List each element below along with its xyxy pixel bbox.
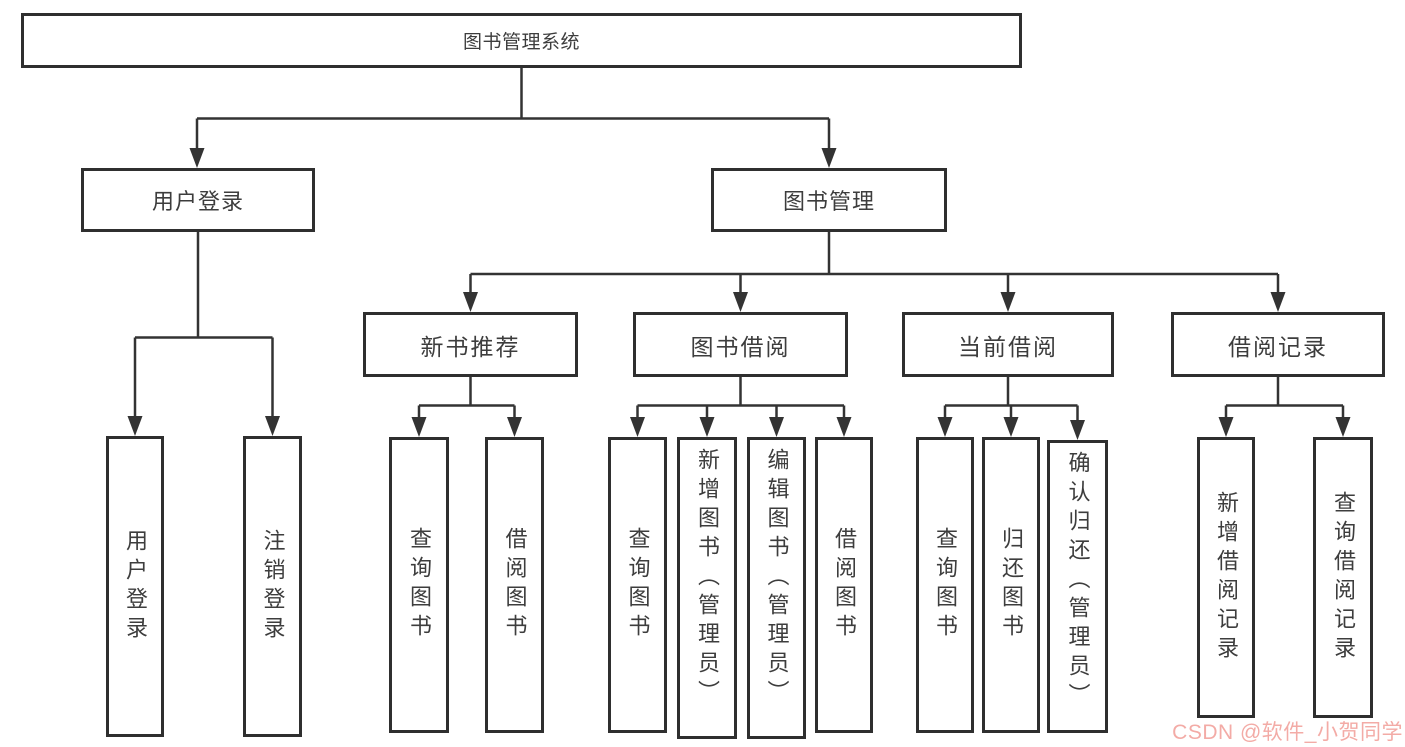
leaf-return-books-label: 归还图书 <box>999 527 1024 643</box>
node-user-login: 用户登录 <box>81 168 315 232</box>
arrow-down-icon <box>630 417 645 437</box>
arrow-down-icon <box>189 148 205 168</box>
leaf-add-book-admin-label: 新增图书（管理员） <box>695 448 720 709</box>
leaf-query-borrow-record-label: 查询借阅记录 <box>1331 490 1356 665</box>
arrow-down-icon <box>265 416 280 436</box>
leaf-add-borrow-record: 新增借阅记录 <box>1197 437 1255 718</box>
arrow-down-icon <box>127 416 143 436</box>
leaf-user-login: 用户登录 <box>106 436 164 737</box>
arrow-down-icon <box>1003 417 1019 437</box>
node-current-borrowing-label: 当前借阅 <box>958 333 1058 360</box>
leaf-add-book-admin: 新增图书（管理员） <box>677 437 737 739</box>
leaf-query-books-recommend-label: 查询图书 <box>407 527 432 643</box>
leaf-query-books-current: 查询图书 <box>916 437 974 733</box>
arrow-down-icon <box>1000 292 1016 312</box>
arrow-down-icon <box>769 417 784 437</box>
leaf-confirm-return-admin-label: 确认归还（管理员） <box>1065 451 1091 712</box>
leaf-borrow-books-recommend-label: 借阅图书 <box>502 527 528 643</box>
leaf-query-books-borrow: 查询图书 <box>608 437 667 733</box>
arrow-down-icon <box>937 417 953 437</box>
arrow-down-icon <box>507 417 522 437</box>
leaf-add-borrow-record-label: 新增借阅记录 <box>1214 490 1239 665</box>
leaf-edit-book-admin-label: 编辑图书（管理员） <box>764 448 790 709</box>
leaf-confirm-return-admin: 确认归还（管理员） <box>1047 440 1108 733</box>
arrow-down-icon <box>1070 420 1085 440</box>
node-new-book-recommendation: 新书推荐 <box>363 312 578 377</box>
leaf-query-books-recommend: 查询图书 <box>389 437 449 733</box>
node-new-book-recommendation-label: 新书推荐 <box>420 333 521 360</box>
arrow-down-icon <box>836 417 852 437</box>
csdn-watermark: CSDN @软件_小贺同学 <box>1172 721 1403 744</box>
node-book-management-label: 图书管理 <box>782 189 875 214</box>
connector-records-to-leaves <box>1224 377 1345 420</box>
node-book-borrowing-label: 图书借阅 <box>690 333 791 360</box>
leaf-borrow-books-borrow-label: 借阅图书 <box>832 527 857 643</box>
arrow-down-icon <box>699 417 715 437</box>
node-current-borrowing: 当前借阅 <box>902 312 1114 377</box>
arrowheads <box>127 148 1351 440</box>
node-root: 图书管理系统 <box>21 13 1022 68</box>
connector-bookmgmt-to-level3 <box>469 232 1280 295</box>
node-book-borrowing: 图书借阅 <box>633 312 848 377</box>
leaf-query-books-borrow-label: 查询图书 <box>625 527 651 643</box>
leaf-borrow-books-borrow: 借阅图书 <box>815 437 873 733</box>
leaf-logout-login-label: 注销登录 <box>260 528 286 645</box>
node-borrowing-records-label: 借阅记录 <box>1228 333 1328 360</box>
arrow-down-icon <box>1335 417 1351 437</box>
leaf-query-books-current-label: 查询图书 <box>933 527 958 643</box>
connector-newrec-to-leaves <box>417 377 516 420</box>
arrow-down-icon <box>733 292 748 312</box>
arrow-down-icon <box>411 417 427 437</box>
connector-current-to-leaves <box>943 377 1079 423</box>
leaf-return-books: 归还图书 <box>982 437 1040 733</box>
node-book-management: 图书管理 <box>711 168 947 232</box>
leaf-borrow-books-recommend: 借阅图书 <box>485 437 544 733</box>
connector-borrow-to-leaves <box>636 377 846 420</box>
connector-userlogin-to-leaves <box>133 232 274 419</box>
leaf-user-login-label: 用户登录 <box>123 528 148 645</box>
leaf-query-borrow-record: 查询借阅记录 <box>1313 437 1373 718</box>
arrow-down-icon <box>1270 292 1286 312</box>
arrow-down-icon <box>1218 417 1234 437</box>
arrow-down-icon <box>821 148 837 168</box>
node-root-label: 图书管理系统 <box>462 32 580 53</box>
leaf-edit-book-admin: 编辑图书（管理员） <box>747 437 806 739</box>
leaf-logout-login: 注销登录 <box>243 436 302 737</box>
node-borrowing-records: 借阅记录 <box>1171 312 1385 377</box>
arrow-down-icon <box>463 292 478 312</box>
connector-root-to-level2 <box>195 68 831 150</box>
node-user-login-label: 用户登录 <box>151 189 244 214</box>
